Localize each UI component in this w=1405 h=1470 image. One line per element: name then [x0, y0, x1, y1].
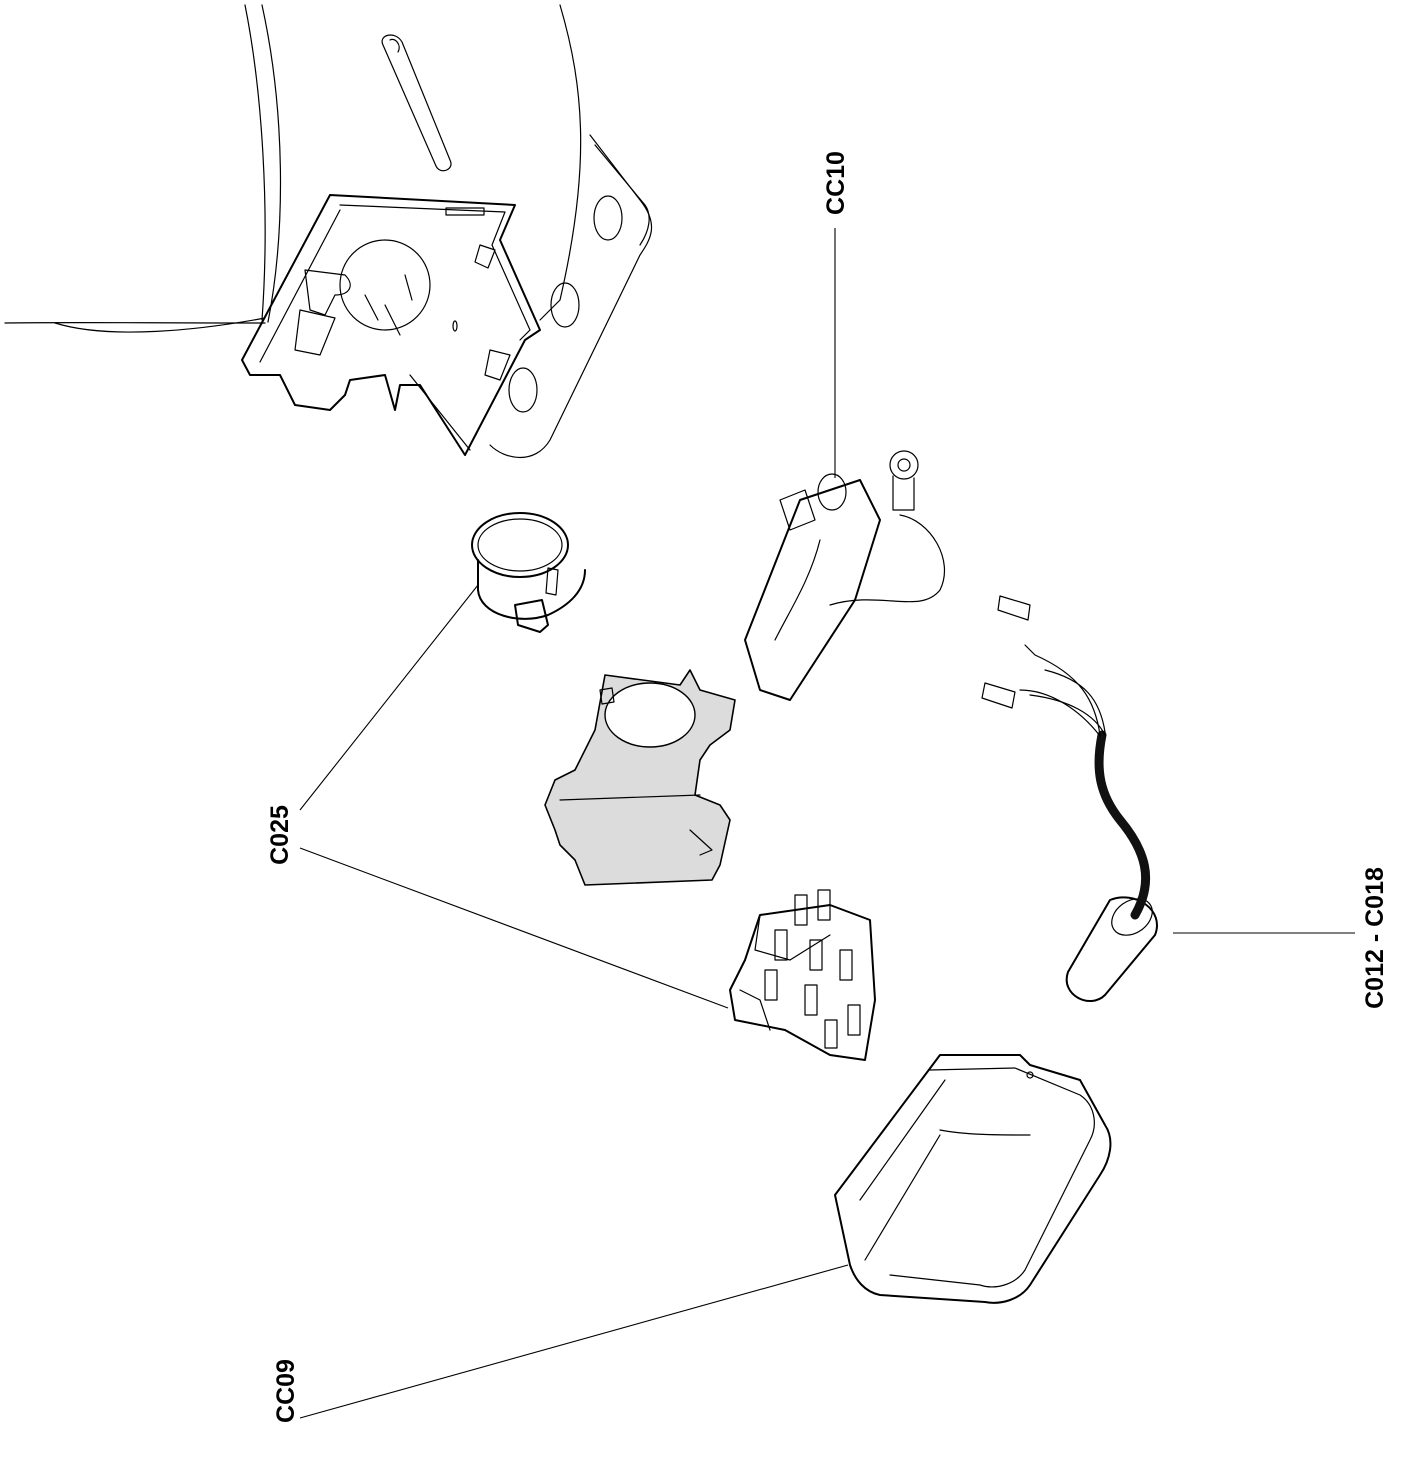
terminal-cover [834, 1054, 1112, 1304]
leader-c025-protector [299, 584, 479, 811]
cover-plate [544, 669, 736, 886]
capacitor [981, 595, 1158, 1002]
leader-c025-relay [299, 847, 729, 1009]
relay-assembly [744, 450, 946, 701]
callout-cc10: CC10 [822, 151, 850, 215]
callout-c012-c018: C012 - C018 [1361, 867, 1389, 1009]
starter-relay [729, 889, 876, 1061]
compressor-body [4, 4, 582, 333]
callout-cc09: CC09 [272, 1359, 300, 1423]
callout-c025: C025 [266, 805, 294, 865]
terminal-bracket [241, 194, 541, 456]
overload-protector [471, 512, 586, 633]
mounting-plate [489, 134, 653, 458]
leader-lines [299, 228, 1355, 1419]
leader-cc09 [299, 1264, 849, 1419]
